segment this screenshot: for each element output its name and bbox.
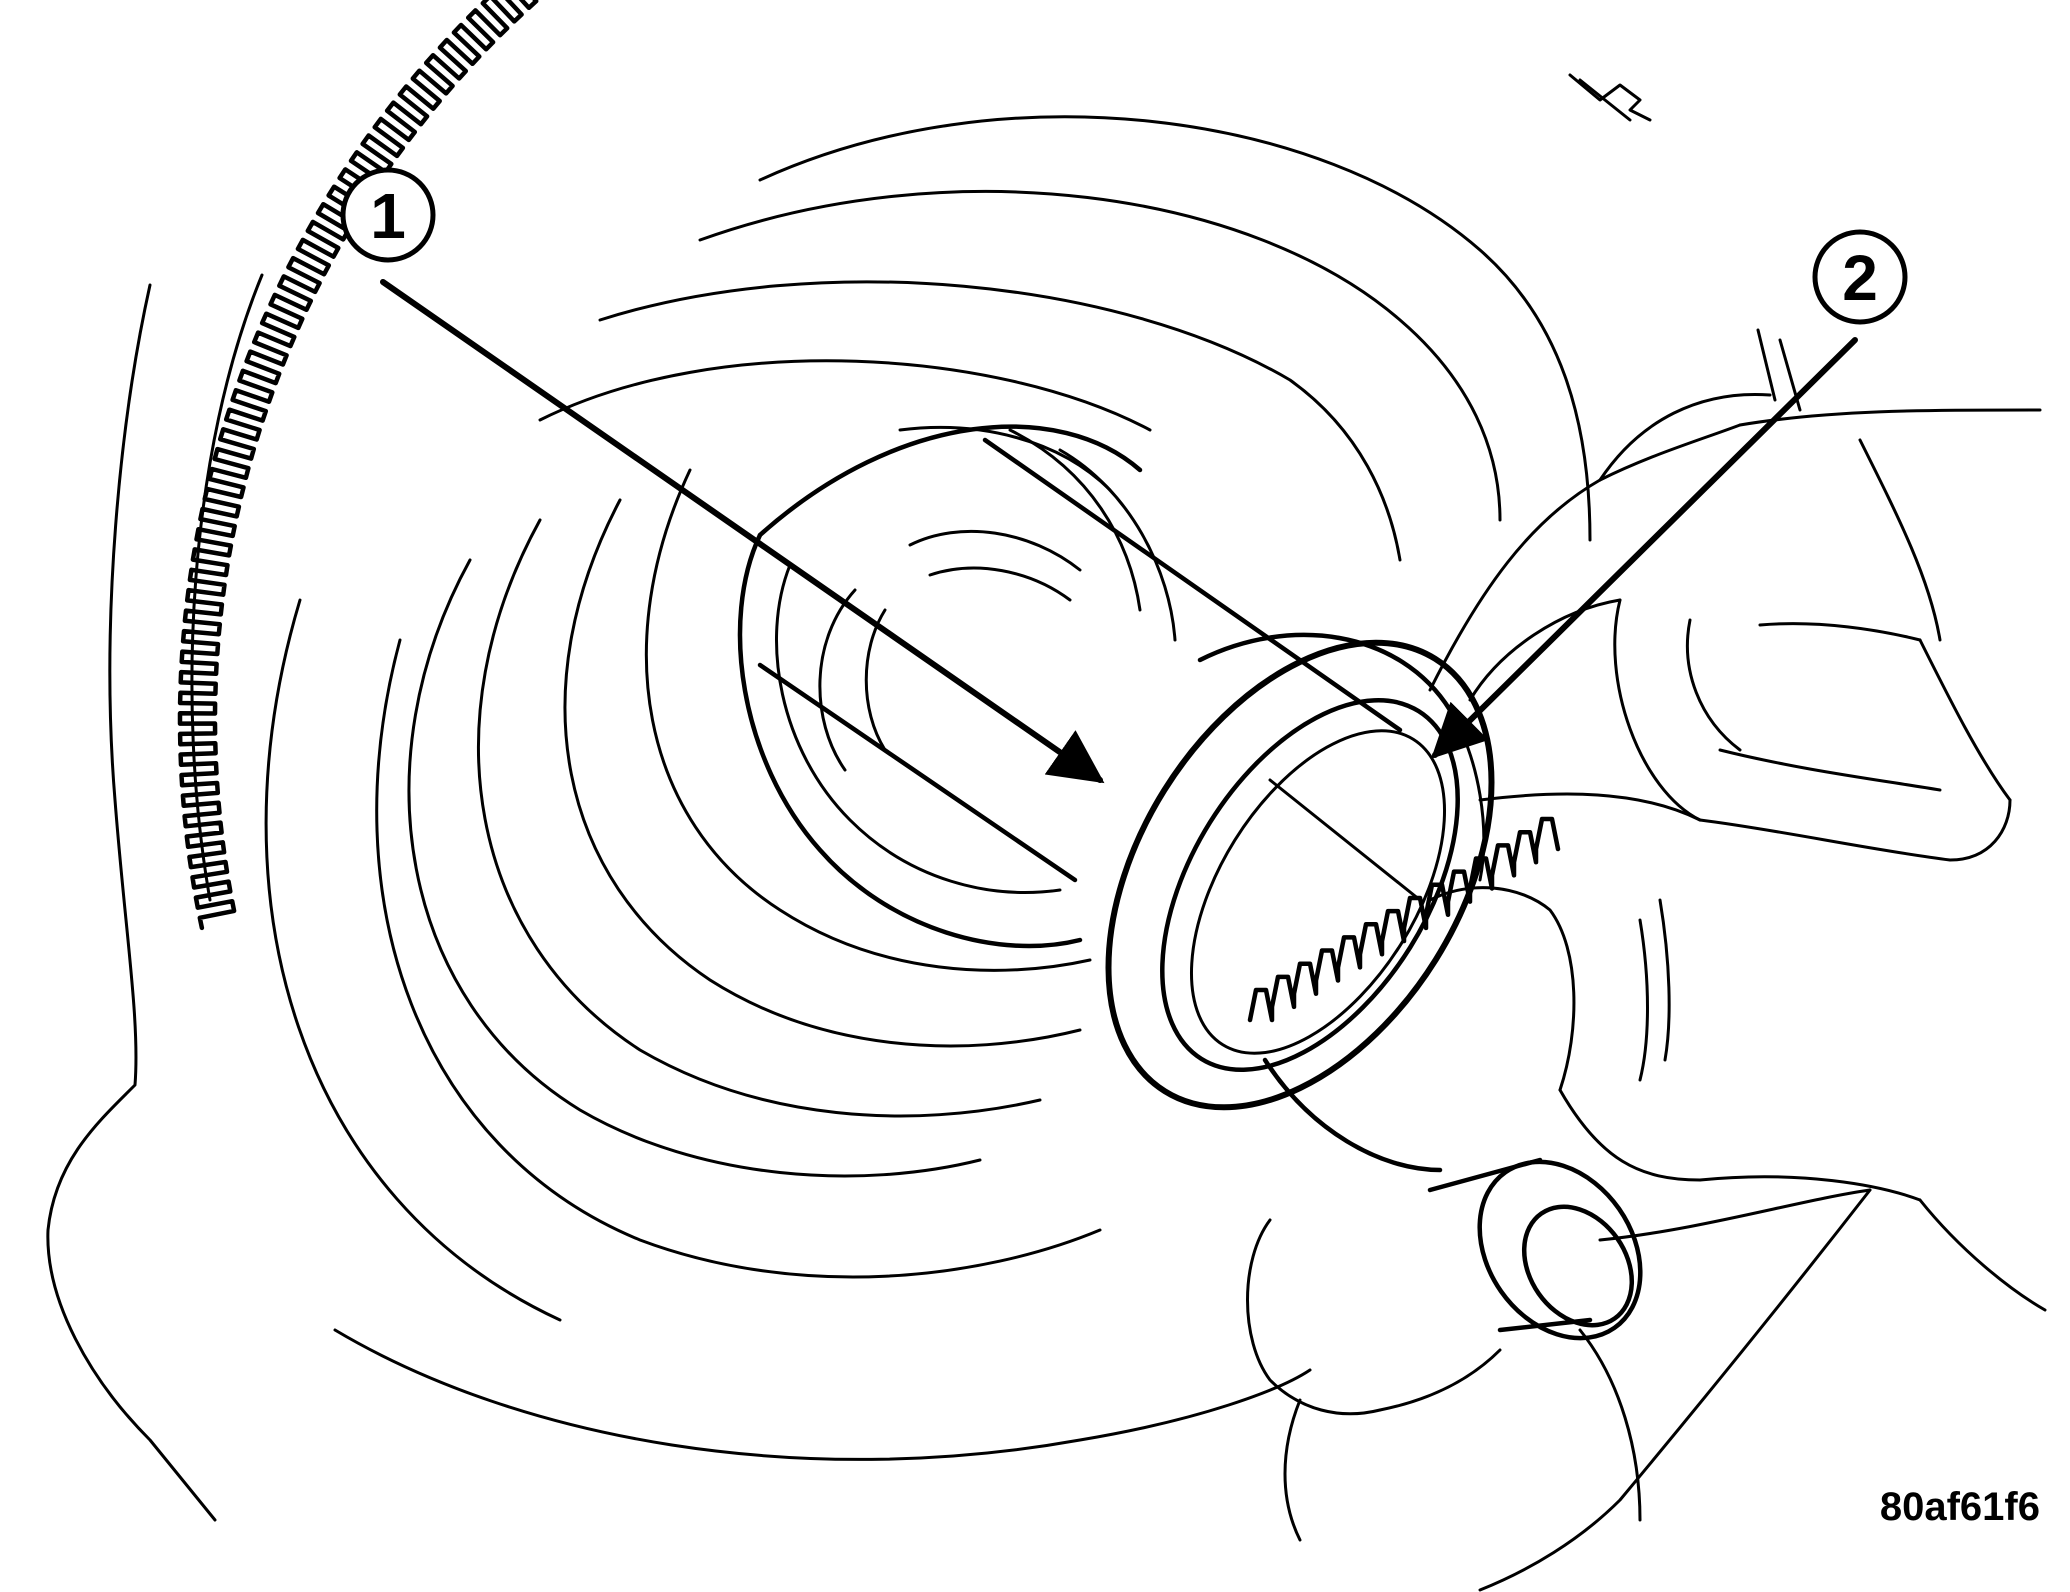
bracket-detail xyxy=(1568,73,1802,412)
callout-1-label: 1 xyxy=(370,180,406,252)
concentric-rings xyxy=(264,115,1592,1322)
splined-shaft-end xyxy=(1247,816,1643,1341)
callout-1: 1 xyxy=(340,167,1105,784)
technician-hands xyxy=(1246,392,2047,1592)
callout-2: 2 xyxy=(1431,229,1908,759)
tone-ring xyxy=(177,0,1312,1461)
oil-seal xyxy=(1105,632,1495,1111)
figure-code: 80af61f6 xyxy=(1880,1485,2040,1529)
input-shaft xyxy=(757,437,1422,902)
callout-2-label: 2 xyxy=(1842,242,1878,314)
inner-bore xyxy=(737,424,1177,949)
